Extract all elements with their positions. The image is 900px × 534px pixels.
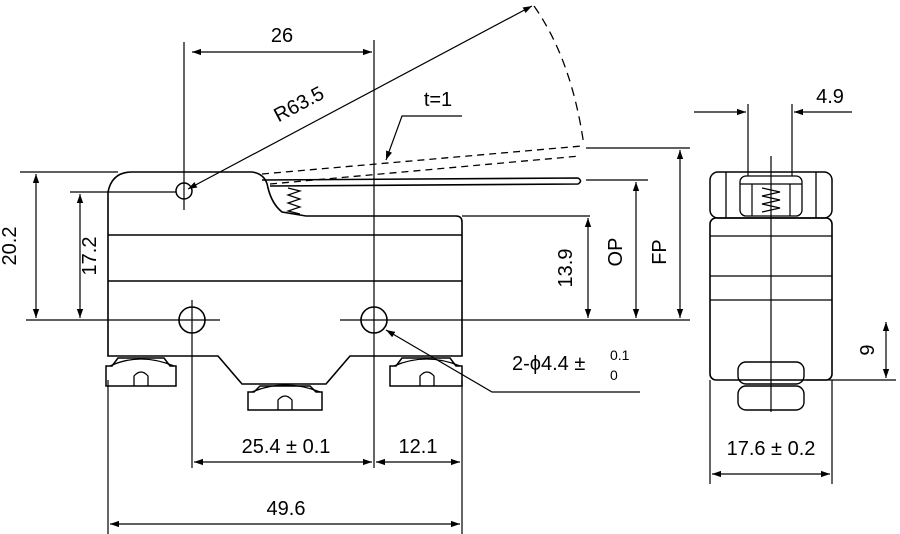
dim-text-17-6: 17.6 ± 0.2 [727, 438, 816, 460]
leader-thickness [385, 115, 462, 161]
dim-text-4-9: 4.9 [816, 86, 844, 108]
switch-body [107, 171, 463, 385]
spring [285, 187, 303, 215]
dim-text-radius: R63.5 [270, 82, 327, 126]
front-view: 26 R63.5 t=1 20.2 17.2 13.9 OP FP 2-ϕ4.4… [0, 5, 690, 534]
dim-line-radius [187, 5, 533, 190]
dim-text-hole-tol-lower: 0 [610, 367, 618, 383]
dim-text-17-2: 17.2 [79, 237, 101, 276]
dim-text-25-4: 25.4 ± 0.1 [242, 436, 331, 458]
dim-text-9: 9 [857, 344, 879, 355]
leader-hole-spec [385, 329, 640, 393]
lever [261, 177, 582, 187]
terminal-right [389, 357, 463, 387]
side-view: 4.9 9 17.6 ± 0.2 [694, 86, 896, 484]
lever-sweep-arc [533, 5, 585, 147]
dim-text-hole-spec: 2-ϕ4.4 ± [512, 353, 585, 375]
dim-text-13-9: 13.9 [555, 249, 577, 288]
dim-text-49-6: 49.6 [267, 498, 306, 520]
dim-text-20-2: 20.2 [0, 227, 21, 266]
dim-text-hole-tol-upper: 0.1 [610, 347, 630, 363]
terminal-center [247, 384, 323, 411]
terminal-left [105, 357, 177, 387]
side-spring [761, 187, 781, 213]
dim-text-thickness: t=1 [424, 89, 452, 111]
dim-text-fp: FP [649, 239, 671, 265]
dim-text-26: 26 [271, 25, 293, 47]
dim-text-op: OP [605, 238, 627, 267]
dim-text-12-1: 12.1 [399, 436, 438, 458]
